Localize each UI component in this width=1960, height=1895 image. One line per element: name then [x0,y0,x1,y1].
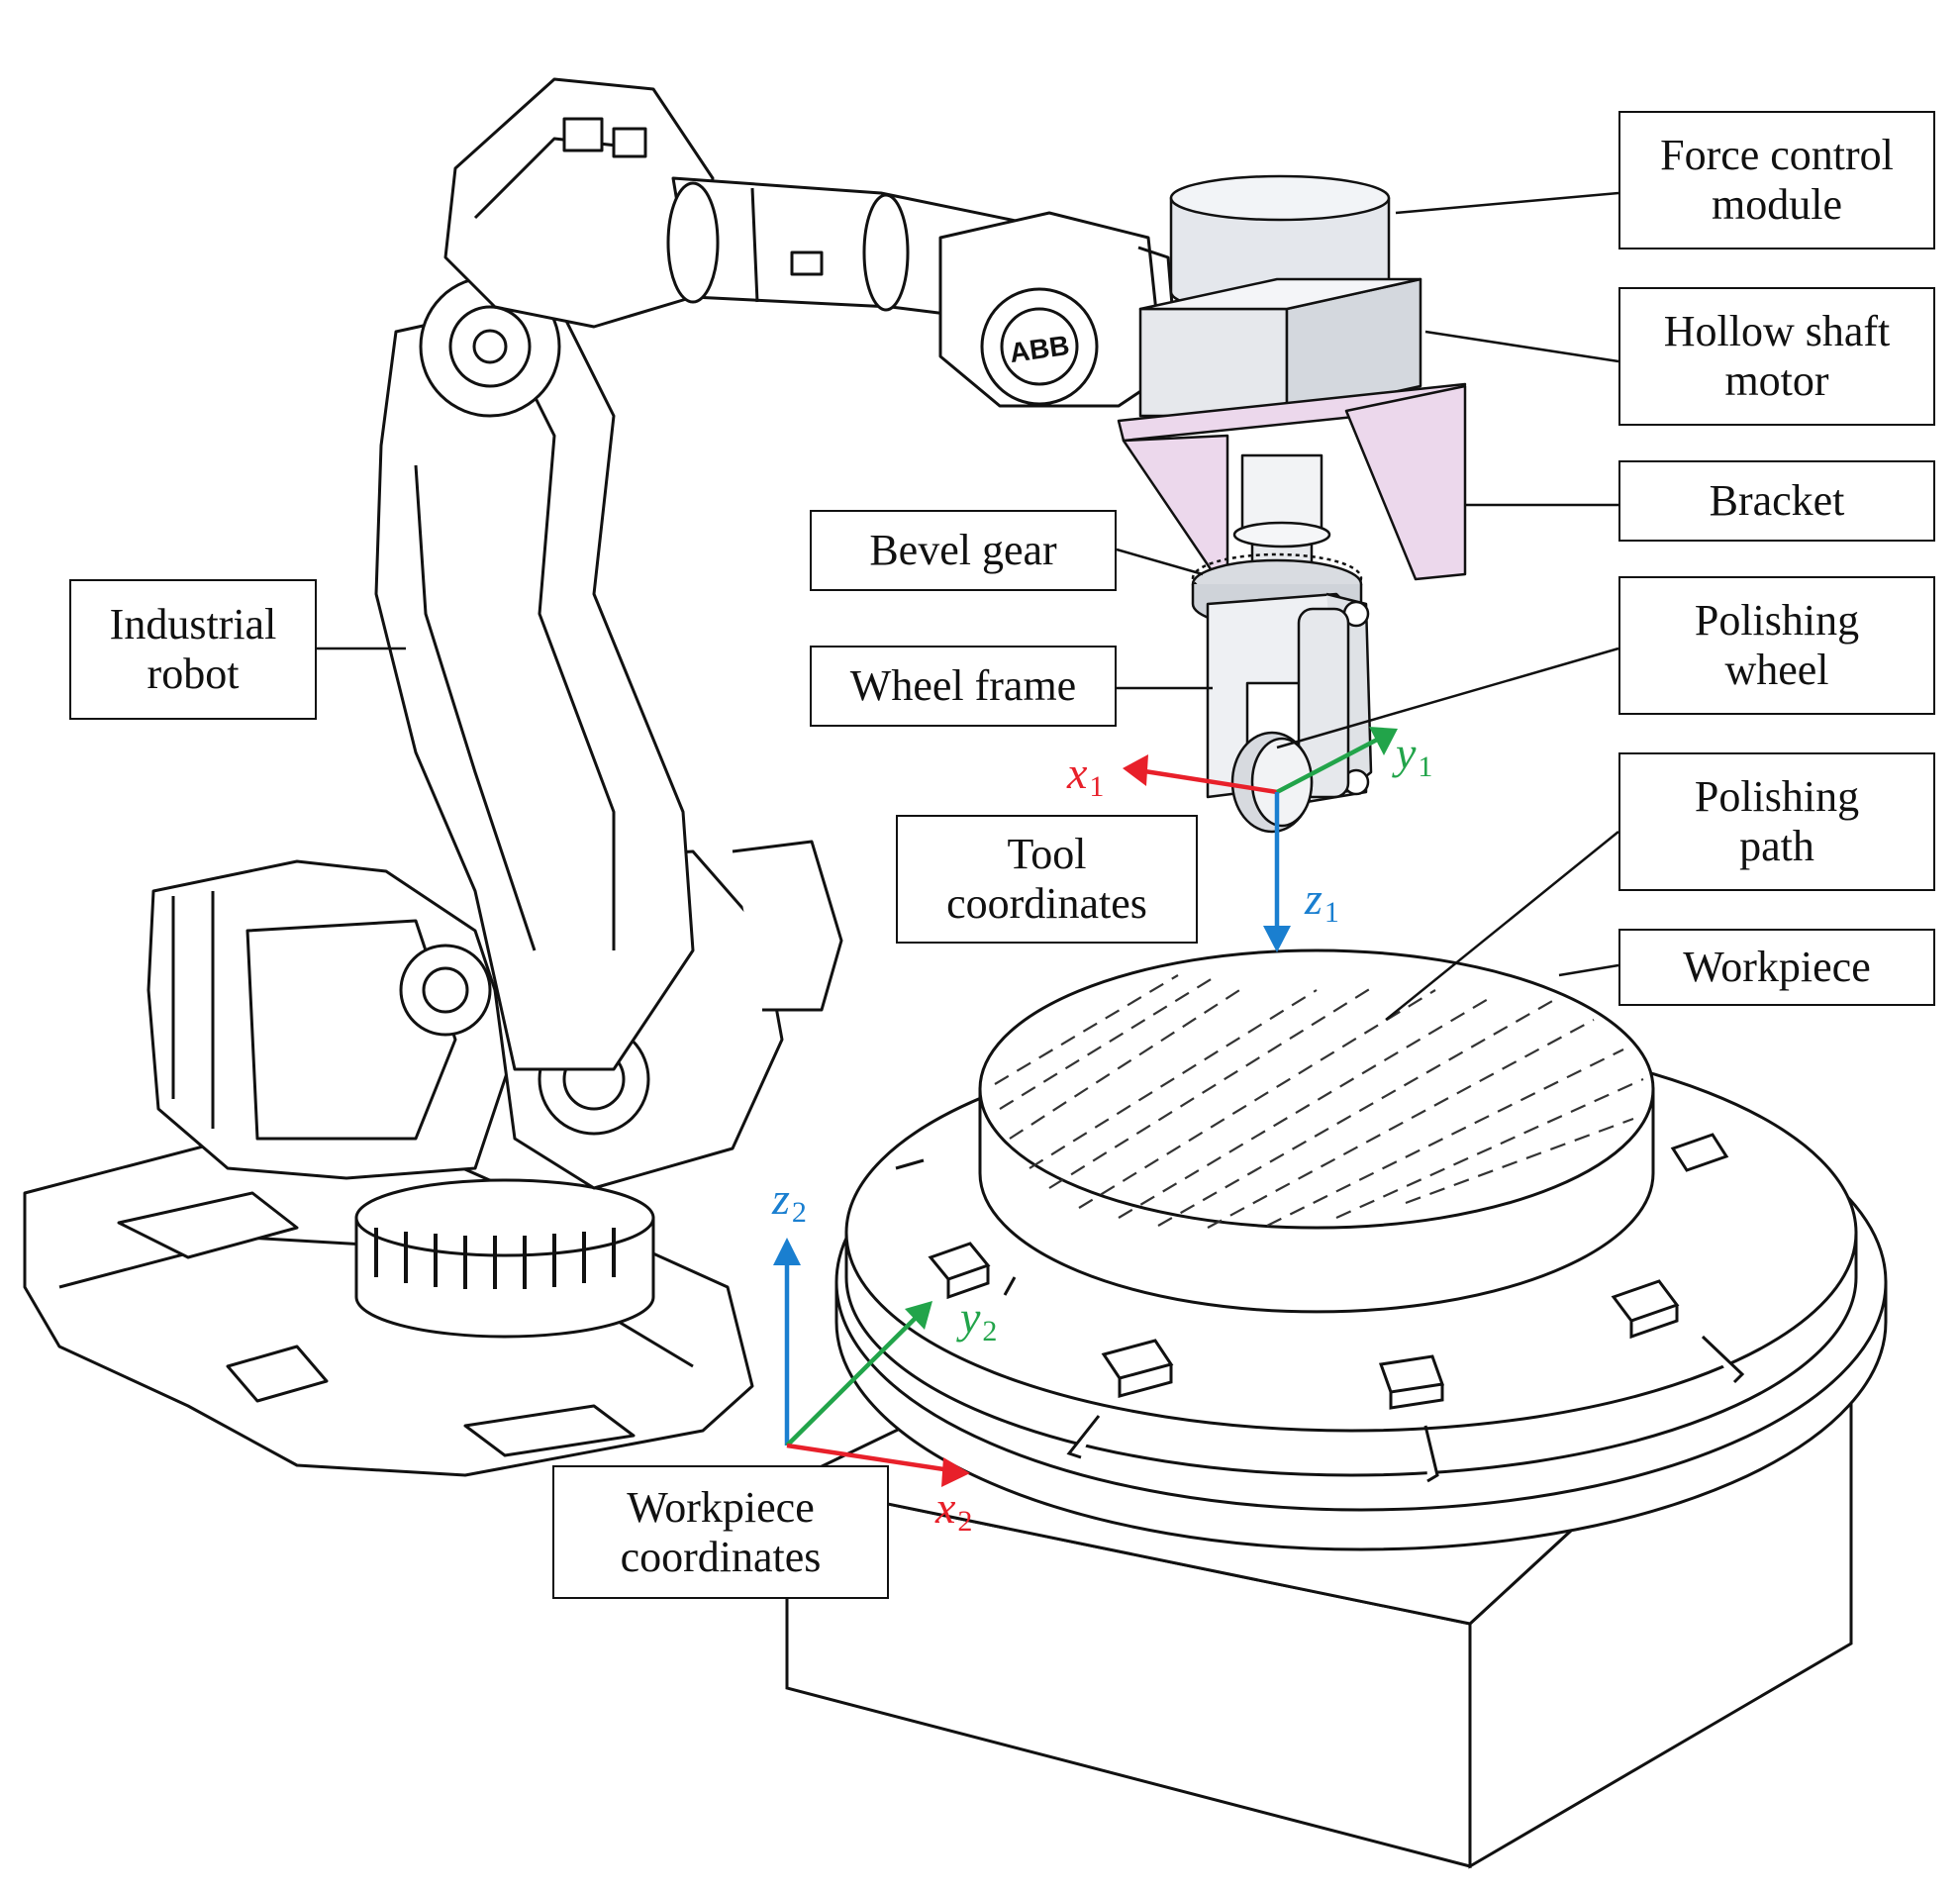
fixture-clamps [895,1133,1745,1483]
workpiece-disk-top [978,948,1655,1230]
workpiece-z-axis-label: z2 [772,1173,807,1230]
label-workpiece: Workpiece [1618,929,1935,1006]
label-polishing-wheel: Polishing wheel [1618,576,1935,715]
tool-x-axis-arrow [1137,767,1278,795]
label-hollow-shaft-motor: Hollow shaft motor [1618,287,1935,426]
tool-coordinate-axes [1123,727,1398,952]
leader-force-control-module [1395,191,1619,215]
bracket-gusset-right [1344,384,1467,581]
end-effector [1117,174,1467,834]
label-polishing-path: Polishing path [1618,752,1935,891]
workpiece-x-axis-label: x2 [935,1482,973,1539]
bracket-gusset-left [1122,434,1229,596]
label-bracket: Bracket [1618,460,1935,542]
robot-elbow [443,77,715,329]
hollow-shaft-motor-top [1138,277,1422,311]
tool-y-axis-label: y1 [1396,728,1433,784]
leader-bevel-gear [1116,548,1204,576]
polishing-path-dashes [994,974,1644,1229]
tool-z-axis-label: z1 [1305,873,1339,930]
leader-polishing-path [1385,831,1619,1021]
workpiece-y-axis-label: y2 [960,1292,998,1348]
workpiece-coordinate-axes [773,1238,970,1487]
leader-hollow-shaft-motor [1424,330,1619,363]
label-force-control-module: Force control module [1618,111,1935,249]
workpiece-x-axis-arrow [786,1443,951,1473]
workpiece-fixture [782,948,1888,1869]
label-tool-coordinates: Tool coordinates [896,815,1198,944]
workpiece-y-axis-arrow [785,1313,921,1447]
hollow-shaft-motor-front [1138,307,1289,418]
leader-polishing-wheel [1276,647,1619,749]
label-workpiece-coordinates: Workpiece coordinates [552,1465,889,1599]
tool-y-axis-arrow [1275,736,1383,794]
label-wheel-frame: Wheel frame [810,646,1117,727]
tool-x-axis-label: x1 [1067,748,1105,804]
industrial-robot-drawing [23,77,1180,1477]
leader-lines [317,191,1619,1021]
force-control-module-top [1169,174,1391,222]
leader-workpiece [1558,963,1619,977]
label-bevel-gear: Bevel gear [810,510,1117,591]
label-industrial-robot: Industrial robot [69,579,317,720]
